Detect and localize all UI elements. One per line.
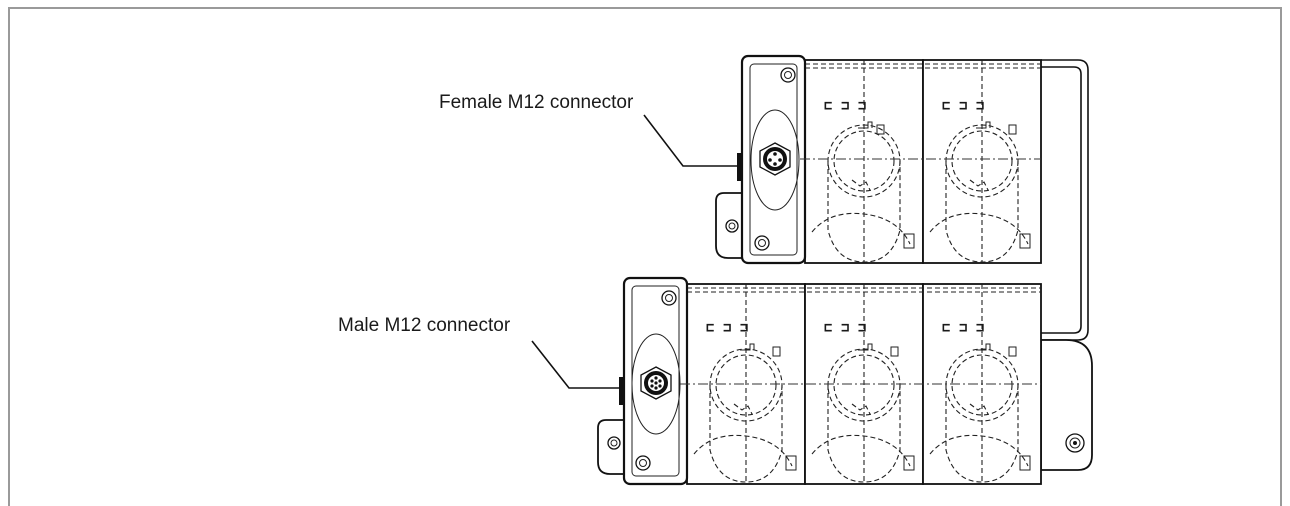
female-m12-connector-icon (759, 142, 791, 176)
top-module-1-details: ⊏ ⊐ ⊐ (811, 98, 915, 263)
top-plate-screw-upper (780, 67, 796, 83)
female-leader-line (643, 114, 738, 167)
top-plate-oval (750, 109, 800, 211)
svg-text:⊏ ⊐ ⊐: ⊏ ⊐ ⊐ (942, 98, 984, 114)
bottom-module-2-details: ⊏ ⊐ ⊐ (811, 320, 915, 483)
bottom-row-assembly: ⊏ ⊐ ⊐ ⊏ ⊐ ⊐ ⊏ ⊐ ⊐ (597, 276, 1042, 486)
female-connector-label: Female M12 connector (439, 92, 634, 113)
male-connector-callout: Male M12 connector (338, 315, 620, 389)
svg-text:⊏ ⊐ ⊐: ⊏ ⊐ ⊐ (824, 320, 866, 336)
top-module-2-details: ⊏ ⊐ ⊐ (929, 98, 1031, 263)
mounting-bracket (1040, 59, 1093, 471)
top-plate-screw-lower (754, 235, 770, 251)
male-connector-label: Male M12 connector (338, 315, 511, 336)
bottom-module-3-details: ⊏ ⊐ ⊐ (929, 320, 1031, 483)
bracket-screw (1065, 433, 1085, 453)
male-m12-connector-icon (640, 366, 672, 400)
top-row-assembly: ⊏ ⊐ ⊐ ⊏ ⊐ ⊐ (715, 54, 1042, 265)
svg-text:⊏ ⊐ ⊐: ⊏ ⊐ ⊐ (706, 320, 748, 336)
bottom-module-1-details: ⊏ ⊐ ⊐ (693, 320, 797, 483)
svg-text:⊏ ⊐ ⊐: ⊏ ⊐ ⊐ (942, 320, 984, 336)
bottom-flange-screw (607, 436, 621, 450)
bottom-plate-screw-upper (661, 290, 677, 306)
bottom-plate-screw-lower (635, 455, 651, 471)
svg-text:⊏ ⊐ ⊐: ⊏ ⊐ ⊐ (824, 98, 866, 114)
female-connector-callout: Female M12 connector (439, 92, 738, 167)
top-flange-screw (725, 219, 739, 233)
male-leader-line (531, 340, 620, 389)
diagram-frame (8, 7, 1282, 506)
